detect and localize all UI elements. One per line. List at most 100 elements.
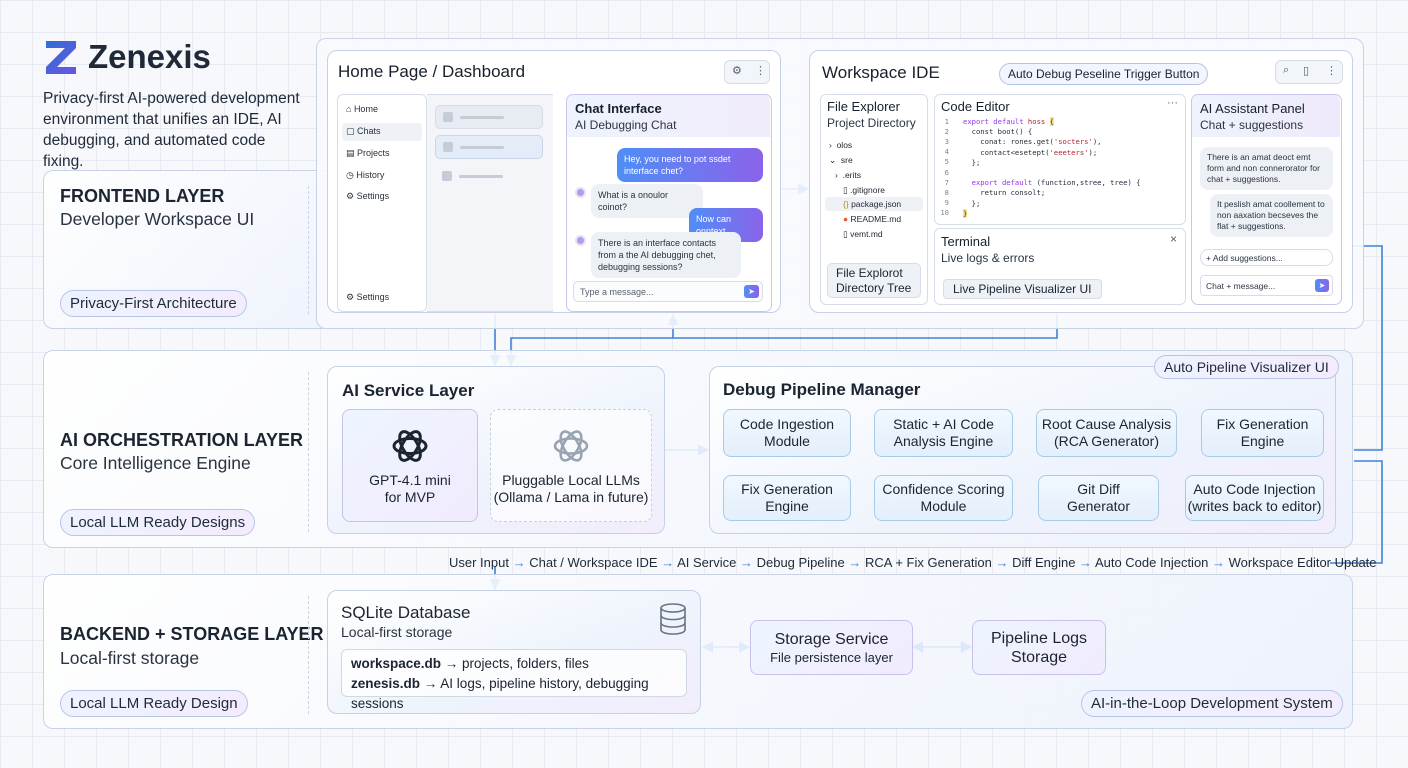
local-llm-name: Pluggable Local LLMs [502,471,640,488]
pipeline-logs-storage-card[interactable]: Pipeline Logs Storage [972,620,1106,675]
auto-debug-trigger-button[interactable]: Auto Debug Peseline Trigger Button [999,63,1209,85]
flow-arrow-icon: → [736,555,757,570]
chat-list-item[interactable] [435,167,543,187]
file-icon: ▯ [843,185,848,195]
sidebar-item-chats[interactable]: ▢ Chats [346,126,381,136]
privacy-first-badge: Privacy-First Architecture [60,290,247,317]
code-editor-content[interactable]: export default hoss { const boot() { con… [963,117,1141,218]
more-vertical-icon[interactable]: ⋮ [755,65,766,77]
ai-assistant-subtitle: Chat + suggestions [1200,118,1304,132]
line-number: 8 [944,188,949,197]
terminal-close-icon[interactable]: × [1170,232,1178,246]
file-explorer-subtitle: Project Directory [827,116,916,130]
brand-name: Zenexis [88,38,211,75]
orchestration-divider [308,372,309,532]
tree-item-src[interactable]: ⌄ sre [829,155,853,165]
code-editor-panel: Code Editor ··· 1 2 3 4 5 6 7 8 9 10 exp… [934,94,1186,225]
search-icon[interactable]: ⌕ [1283,64,1290,76]
home-dashboard-title: Home Page / Dashboard [338,62,526,81]
line-number: 10 [940,208,949,217]
flow-step: Chat / Workspace IDE [529,555,658,570]
home-sidebar: ⌂ Home ▢ Chats ▤ Projects ◷ History ⚙ Se… [337,94,427,312]
chat-interface-header [567,95,770,137]
chat-message-assistant: There is an interface contacts from a th… [591,232,741,278]
assistant-chat-input[interactable]: Chat + message... ➤ [1200,275,1333,296]
chat-interface-title: Chat Interface [575,101,662,116]
more-vertical-icon[interactable]: ⋮ [1326,65,1337,77]
live-pipeline-visualizer-button[interactable]: Live Pipeline Visualizer UI [943,279,1102,299]
pipeline-node-root-cause-analysis[interactable]: Root Cause Analysis(RCA Generator) [1036,409,1177,457]
chat-interface-panel: Chat Interface AI Debugging Chat Hey, yo… [566,94,772,312]
frontend-layer-title: FRONTEND LAYER [60,186,225,206]
send-icon[interactable]: ➤ [1315,279,1329,292]
line-number: 2 [944,127,949,136]
add-suggestions-label: + Add suggestions... [1206,253,1283,263]
assistant-suggestion: It peslish amat coollement to non aaxati… [1210,194,1333,237]
storage-service-card[interactable]: Storage Service File persistence layer [750,620,913,675]
frontend-layer-subtitle: Developer Workspace UI [60,209,255,229]
db-row-workspace: workspace.db → projects, folders, files [351,656,589,671]
tree-item-olos[interactable]: › olos [829,140,853,150]
frontend-divider [308,186,309,314]
home-chat-list [427,94,553,312]
workspace-ide-window: Workspace IDE Auto Debug Peseline Trigge… [809,50,1353,313]
chat-list-item[interactable] [435,105,543,129]
tree-item-readme[interactable]: ● README.md [843,214,902,224]
pipeline-logs-line2: Storage [1010,648,1068,666]
ai-service-title: AI Service Layer [342,381,475,400]
flow-arrow-icon: → [1208,555,1229,570]
assistant-avatar [575,187,586,198]
sidebar-item-settings-bottom[interactable]: ⚙ Settings [346,292,390,302]
pipeline-node-auto-code-injection[interactable]: Auto Code Injection(writes back to edito… [1185,475,1324,521]
flow-step: User Input [449,555,509,570]
chat-message-user: Hey, you need to pot ssdet interface che… [617,148,763,182]
flow-arrow-icon: → [991,555,1013,570]
sidebar-item-history[interactable]: ◷ History [346,170,385,180]
code-editor-menu-icon[interactable]: ··· [1167,97,1178,109]
terminal-subtitle: Live logs & errors [941,251,1035,265]
tree-item-package-json[interactable]: {} package.json [843,199,902,209]
tree-item-vemt[interactable]: ▯ vemt.md [843,229,883,239]
layout-icon[interactable]: ▯ [1303,65,1310,77]
file-explorer-footer-line1: File Explorot [836,266,903,280]
sqlite-subtitle: Local-first storage [341,624,453,640]
sqlite-db-list: workspace.db → projects, folders, files … [341,649,687,711]
ai-assistant-panel: AI Assistant Panel Chat + suggestions Th… [1191,94,1342,305]
file-explorer-panel: File Explorer Project Directory › olos ⌄… [820,94,928,305]
flow-sequence: User Input → Chat / Workspace IDE → AI S… [449,555,1377,570]
local-llm-ready-design-badge: Local LLM Ready Design [60,690,248,717]
line-number: 4 [944,147,949,156]
chat-input-placeholder: Type a message... [580,287,654,297]
settings-gear-icon[interactable]: ⚙ [732,65,742,77]
brand-logo-icon [43,38,79,76]
sqlite-database-card: SQLite Database Local-first storage work… [327,590,701,714]
tree-item-erits[interactable]: › .erits [835,170,861,180]
gpt-model-name: GPT-4.1 mini [369,471,451,488]
chat-list-item[interactable] [435,135,543,159]
local-llm-card[interactable]: Pluggable Local LLMs (Ollama / Lama in f… [490,409,652,522]
gpt-model-card[interactable]: GPT-4.1 mini for MVP [342,409,478,522]
tree-item-gitignore[interactable]: ▯ .gitignore [843,185,886,195]
database-icon [660,603,686,635]
sidebar-item-projects[interactable]: ▤ Projects [346,148,390,158]
workspace-window-controls: ⌕ ▯ ⋮ [1275,60,1343,84]
flow-arrow-icon: → [1075,555,1095,570]
file-icon: ▯ [843,229,848,239]
sidebar-item-home[interactable]: ⌂ Home [346,104,378,114]
add-suggestions-button[interactable]: + Add suggestions... [1200,249,1333,266]
line-number: 5 [944,157,949,166]
sidebar-item-settings[interactable]: ⚙ Settings [346,191,390,201]
debug-pipeline-title: Debug Pipeline Manager [723,380,921,399]
storage-service-title: Storage Service [774,630,889,648]
chat-message-input[interactable]: Type a message... ➤ [573,281,763,302]
flow-step: AI Service [677,555,737,570]
chat-message-assistant: What is a onoulor coinot? [591,184,703,218]
line-number: 9 [944,198,949,207]
send-icon[interactable]: ➤ [744,285,759,298]
